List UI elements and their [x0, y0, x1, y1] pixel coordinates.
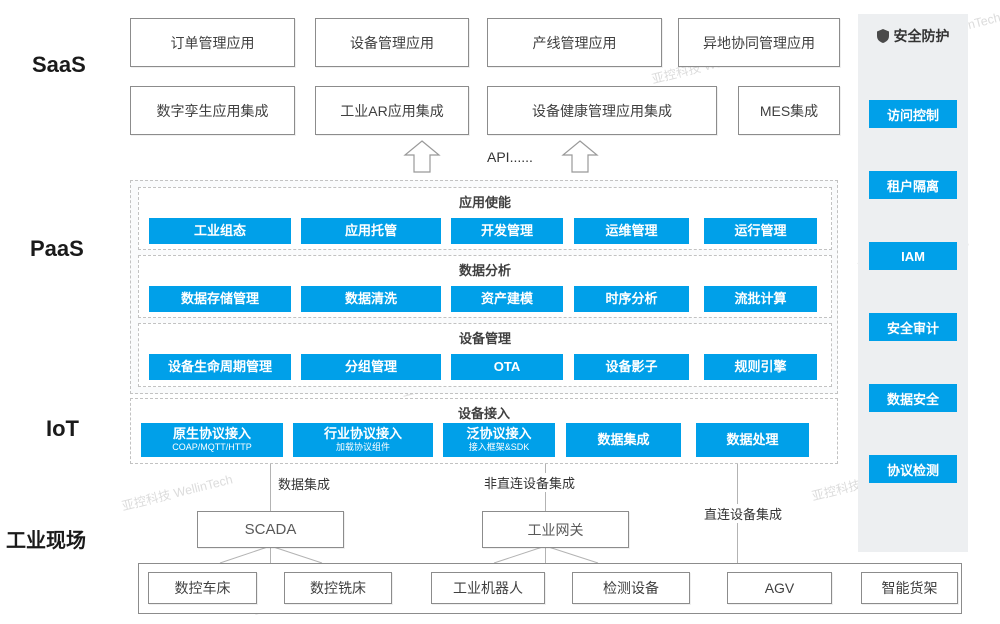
layer-label-paas: PaaS [30, 236, 84, 261]
security-item: 租户隔离 [869, 171, 957, 199]
capability-button: 工业组态 [149, 218, 291, 244]
connection-label-indirect-devices: 非直连设备集成 [482, 473, 578, 492]
device-box: 智能货架 [861, 572, 958, 604]
capability-button: 运维管理 [574, 218, 689, 244]
capability-button: 规则引擎 [704, 354, 817, 380]
capability-button: 数据清洗 [301, 286, 441, 312]
saas-app-box: 订单管理应用 [130, 18, 295, 67]
capability-button: 设备生命周期管理 [149, 354, 291, 380]
security-title-text: 安全防护 [893, 28, 950, 44]
button-sublabel: 加载协议组件 [335, 442, 390, 453]
paas-section-data-analysis: 数据分析 数据存储管理 数据清洗 资产建模 时序分析 流批计算 [138, 255, 832, 318]
device-box: AGV [727, 572, 832, 604]
security-panel: 安全防护 访问控制 租户隔离 IAM 安全审计 数据安全 协议检测 [858, 14, 968, 552]
section-title: 应用使能 [458, 195, 511, 210]
security-panel-title: 安全防护 [858, 26, 968, 46]
security-item: 安全审计 [869, 313, 957, 341]
scada-box: SCADA [197, 511, 344, 548]
capability-button: 运行管理 [704, 218, 817, 244]
paas-section-device-management: 设备管理 设备生命周期管理 分组管理 OTA 设备影子 规则引擎 [138, 323, 832, 387]
paas-section-app-enablement: 应用使能 工业组态 应用托管 开发管理 运维管理 运行管理 [138, 187, 832, 250]
button-label: 原生协议接入 [172, 426, 251, 442]
capability-button: 数据存储管理 [149, 286, 291, 312]
device-box: 数控车床 [148, 572, 257, 604]
button-label: 行业协议接入 [323, 426, 402, 442]
capability-button: 开发管理 [451, 218, 563, 244]
saas-app-box: 异地协同管理应用 [678, 18, 840, 67]
capability-button: 分组管理 [301, 354, 441, 380]
shield-icon [876, 29, 889, 43]
capability-button: 流批计算 [704, 286, 817, 312]
capability-button: OTA [451, 354, 563, 380]
saas-integration-box: 数字孪生应用集成 [130, 86, 295, 135]
device-box: 工业机器人 [431, 572, 545, 604]
access-button: 数据处理 [696, 423, 809, 457]
section-title: 设备接入 [457, 406, 510, 421]
capability-button: 资产建模 [451, 286, 563, 312]
access-button: 数据集成 [566, 423, 681, 457]
iot-section-device-access: 设备接入 原生协议接入 COAP/MQTT/HTTP 行业协议接入 加载协议组件… [130, 398, 838, 464]
capability-button: 时序分析 [574, 286, 689, 312]
api-label: API...... [487, 149, 533, 165]
section-title: 设备管理 [458, 331, 511, 346]
button-label: 泛协议接入 [466, 426, 532, 442]
saas-integration-box: MES集成 [738, 86, 840, 135]
field-devices-container [138, 563, 962, 614]
security-item: 访问控制 [869, 100, 957, 128]
industrial-gateway-box: 工业网关 [482, 511, 629, 548]
section-title: 数据分析 [458, 263, 511, 278]
security-item: IAM [869, 242, 957, 270]
button-sublabel: 接入框架&SDK [468, 442, 530, 453]
device-box: 数控铣床 [284, 572, 392, 604]
access-button: 行业协议接入 加载协议组件 [293, 423, 433, 457]
security-item: 协议检测 [869, 455, 957, 483]
saas-integration-box: 设备健康管理应用集成 [487, 86, 717, 135]
access-button: 泛协议接入 接入框架&SDK [443, 423, 555, 457]
layer-label-field: 工业现场 [6, 530, 86, 552]
capability-button: 设备影子 [574, 354, 689, 380]
capability-button: 应用托管 [301, 218, 441, 244]
access-button: 原生协议接入 COAP/MQTT/HTTP [141, 423, 283, 457]
button-label: 数据处理 [726, 431, 779, 447]
connection-label-data-integration: 数据集成 [276, 474, 333, 493]
device-box: 检测设备 [572, 572, 690, 604]
connection-label-direct-devices: 直连设备集成 [702, 504, 785, 523]
button-label: 数据集成 [597, 431, 650, 447]
layer-label-saas: SaaS [32, 52, 86, 77]
saas-integration-box: 工业AR应用集成 [315, 86, 469, 135]
layer-label-iot: IoT [46, 416, 79, 441]
saas-app-box: 设备管理应用 [315, 18, 469, 67]
button-sublabel: COAP/MQTT/HTTP [172, 442, 252, 453]
watermark: 亚控科技 WellinTech [120, 472, 235, 514]
saas-app-box: 产线管理应用 [487, 18, 662, 67]
security-item: 数据安全 [869, 384, 957, 412]
